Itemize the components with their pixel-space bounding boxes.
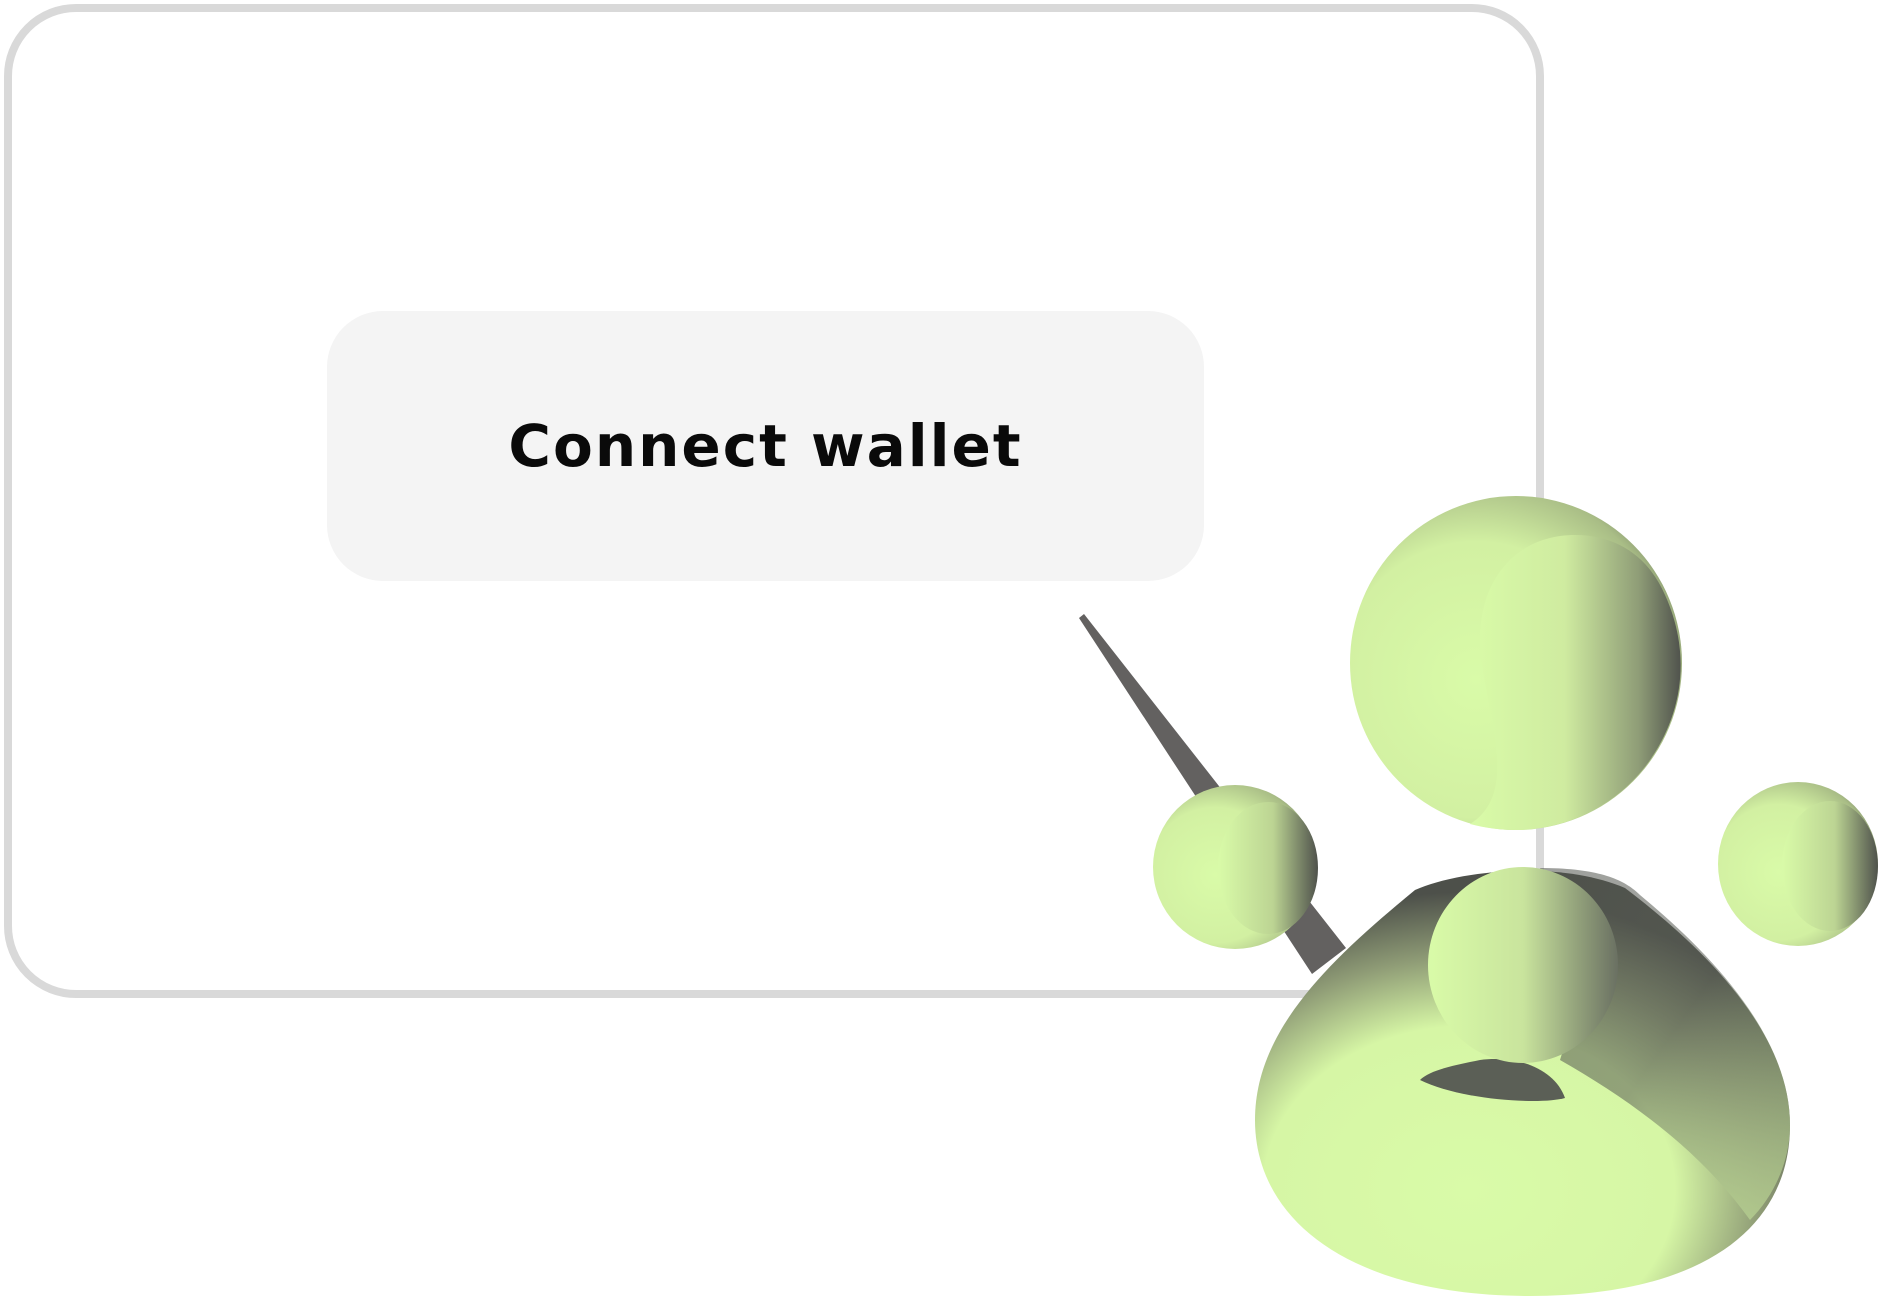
audience-head-icon [1718,782,1878,946]
connect-wallet-label: Connect wallet [508,412,1023,480]
connect-wallet-button[interactable]: Connect wallet [327,311,1204,581]
